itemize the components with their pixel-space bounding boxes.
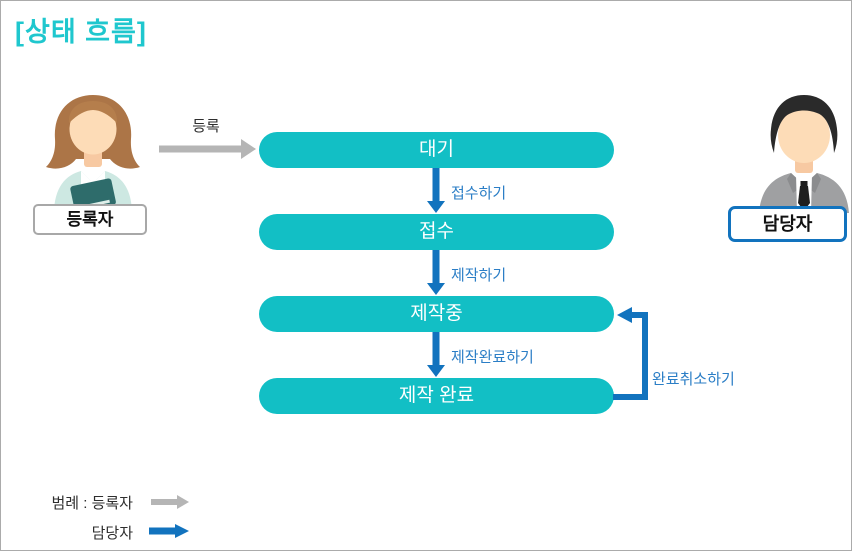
legend-manager-arrow-icon xyxy=(149,524,189,538)
legend-row-registrant: 범례 : 등록자 xyxy=(51,495,133,512)
registrant-figure xyxy=(36,89,151,214)
register-arrow-label: 등록 xyxy=(192,118,220,135)
state-pill-in-production: 제작중 xyxy=(259,296,614,332)
state-pill-waiting: 대기 xyxy=(259,132,614,168)
arrow-production-to-completed-icon xyxy=(427,332,445,377)
page-title: [상태 흐름] xyxy=(15,17,147,47)
transition-label-complete: 제작완료하기 xyxy=(451,349,534,366)
man-figure-icon xyxy=(759,95,849,213)
legend-registrant-arrow-icon xyxy=(151,495,189,509)
cancel-arrow-label: 완료취소하기 xyxy=(652,371,735,388)
cancel-feedback-arrow-icon xyxy=(613,307,648,400)
register-arrow-icon xyxy=(159,139,256,159)
arrow-received-to-production-icon xyxy=(427,250,445,295)
manager-figure xyxy=(749,91,851,213)
state-pill-completed: 제작 완료 xyxy=(259,378,614,414)
transition-label-accept: 접수하기 xyxy=(451,185,507,202)
arrow-waiting-to-received-icon xyxy=(427,168,445,213)
state-pill-received: 접수 xyxy=(259,214,614,250)
manager-badge: 담당자 xyxy=(728,206,847,242)
woman-figure-icon xyxy=(46,95,140,214)
registrant-badge: 등록자 xyxy=(33,204,147,235)
transition-label-produce: 제작하기 xyxy=(451,267,507,284)
legend-row-manager: 담당자 xyxy=(91,525,133,542)
